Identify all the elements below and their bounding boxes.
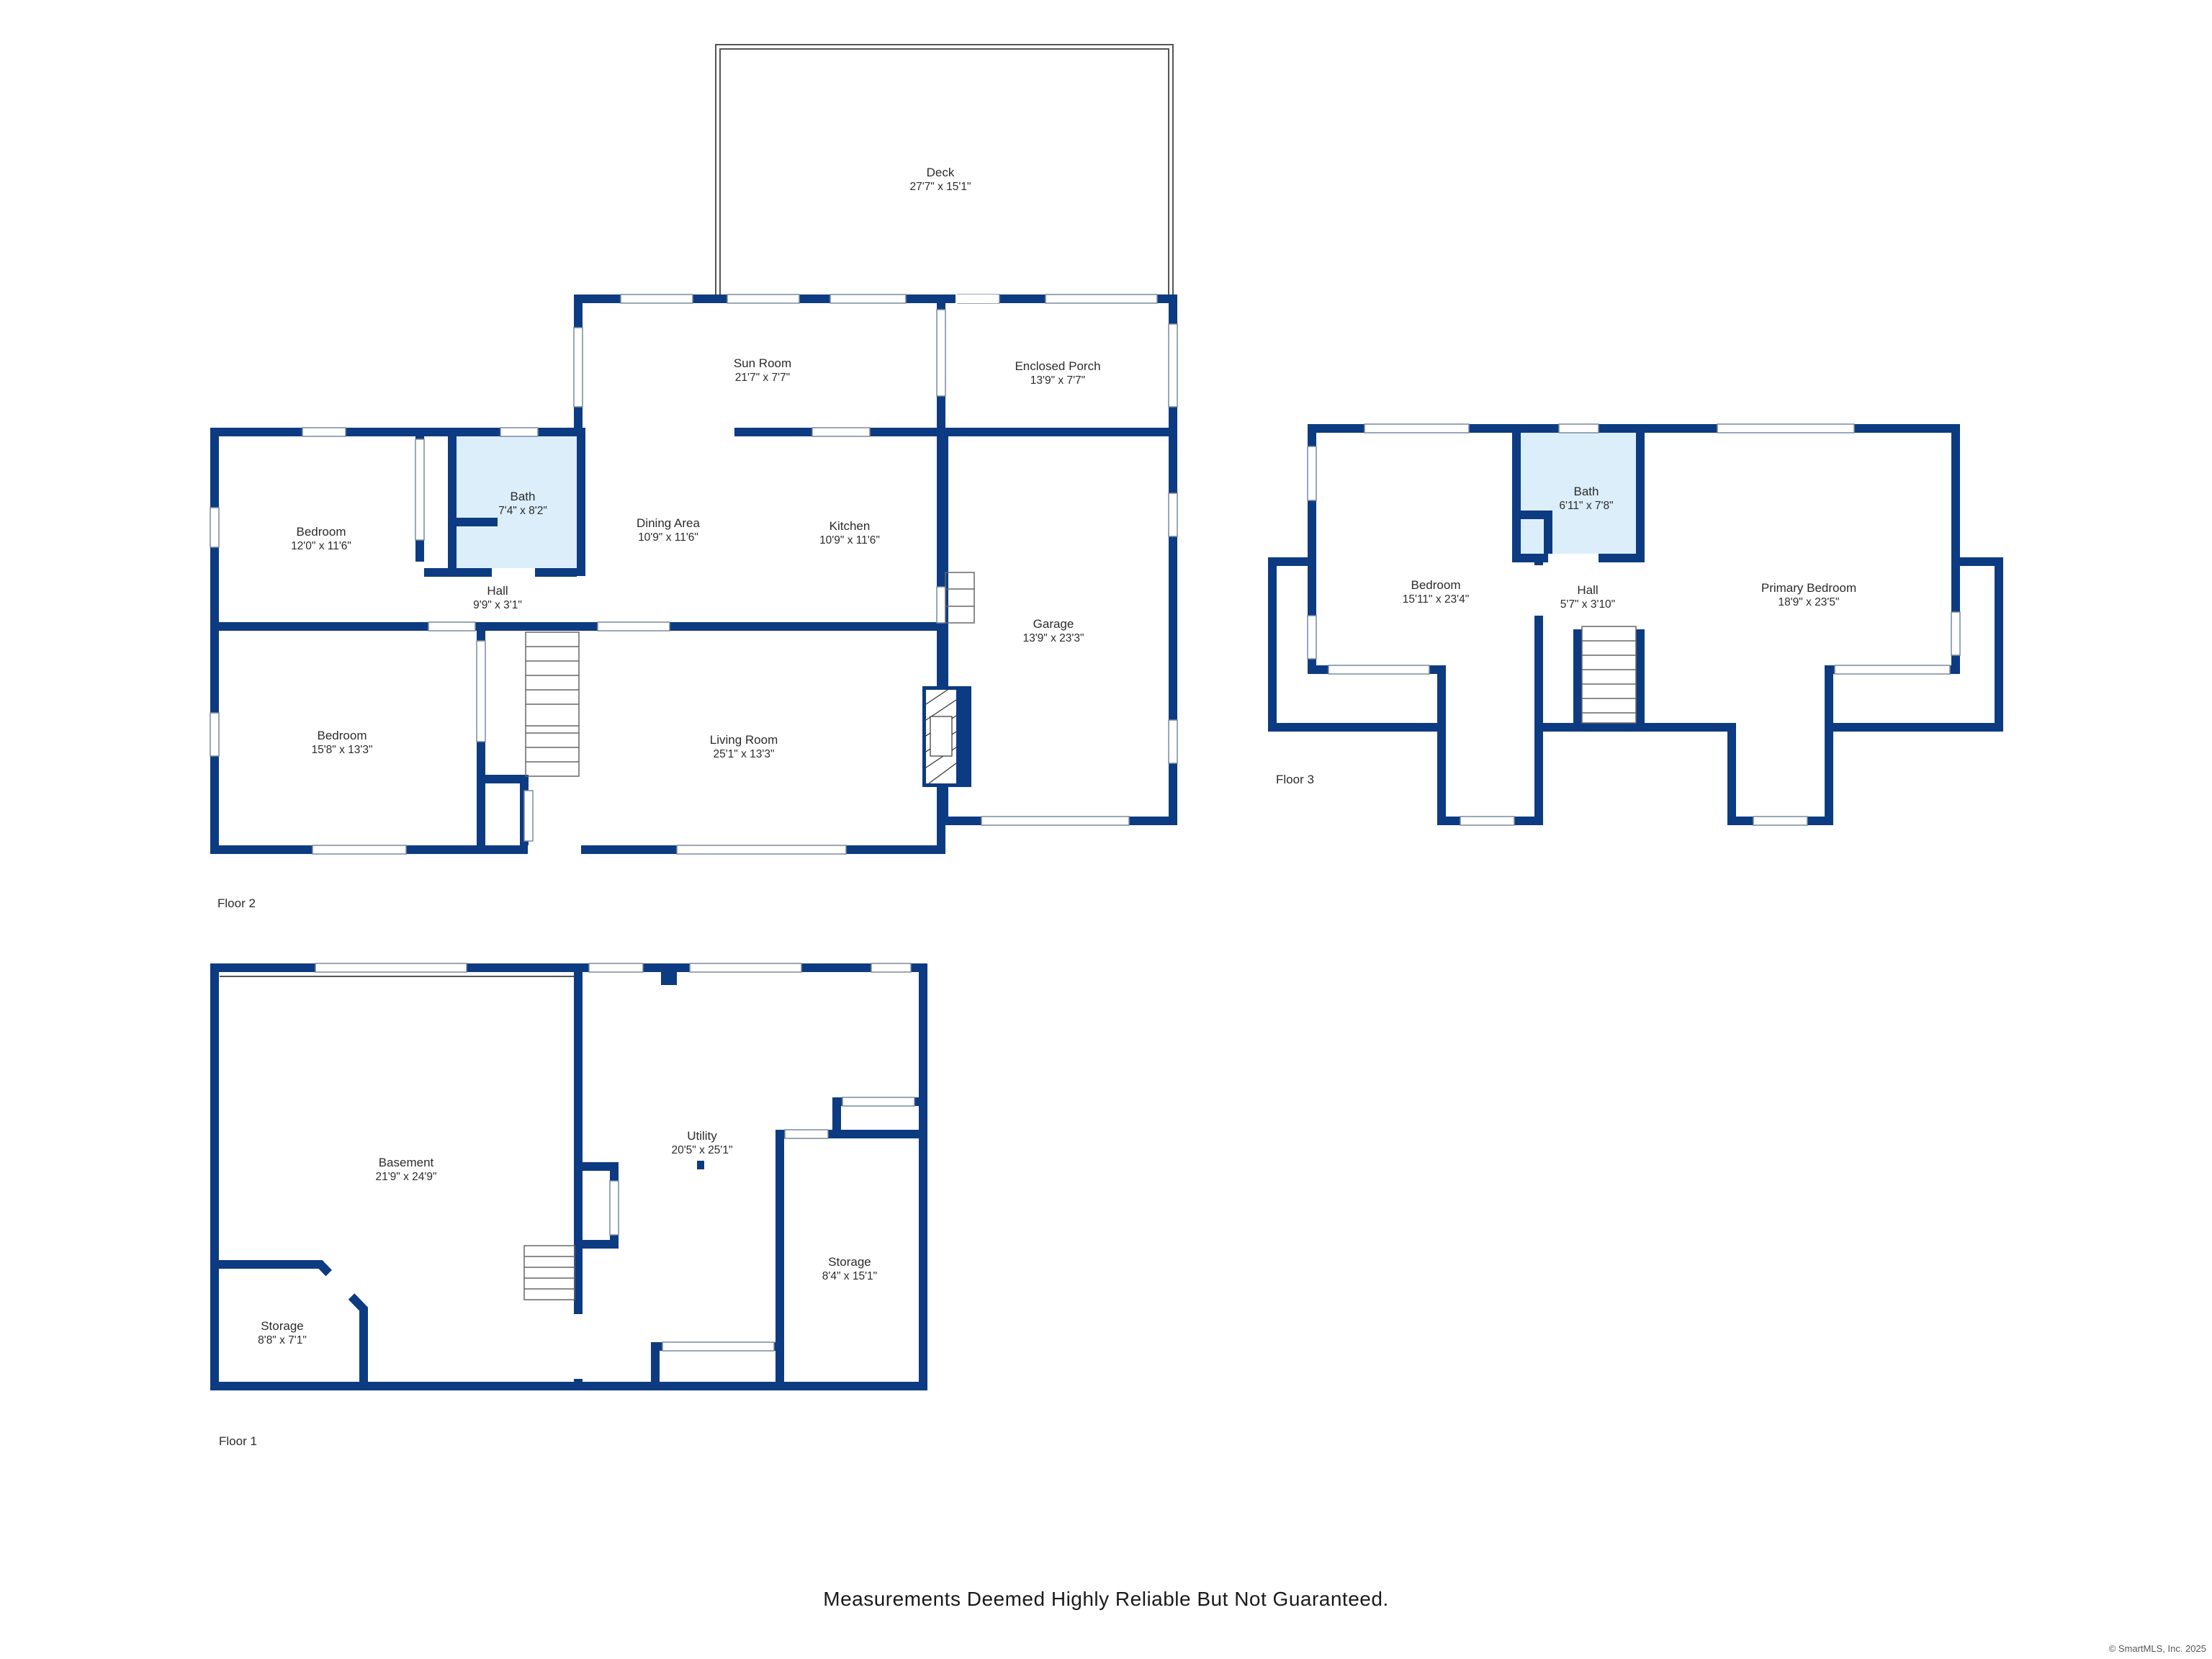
floor-2: Deck 27'7" x 15'1" Sun Room 21'7" x 7'7"… <box>210 44 1178 910</box>
room-name: Bedroom <box>1411 578 1461 592</box>
room-dims: 8'4" x 15'1" <box>822 1270 877 1282</box>
walls-f2 <box>210 295 1177 854</box>
room-dims: 10'9" x 11'6" <box>819 534 880 547</box>
room-name: Hall <box>487 584 508 598</box>
floor-label: Floor 2 <box>217 896 256 910</box>
doors-f3 <box>1534 554 1645 629</box>
room-name: Basement <box>379 1156 434 1169</box>
room-name: Deck <box>927 166 955 179</box>
column <box>697 1161 704 1169</box>
room-dims: 25'1" x 13'3" <box>713 748 774 760</box>
labels-f3: Bedroom 15'11" x 23'4" Bath 6'11" x 7'8"… <box>1403 485 1856 611</box>
copyright: © SmartMLS, Inc. 2025 <box>2108 1643 2206 1654</box>
room-dims: 15'11" x 23'4" <box>1403 593 1469 606</box>
room-name: Utility <box>687 1129 717 1143</box>
room-name: Bath <box>511 490 536 503</box>
room-dims: 27'7" x 15'1" <box>909 181 971 193</box>
stairs-f2 <box>525 631 580 777</box>
room-name: Living Room <box>710 733 778 747</box>
room-dims: 9'9" x 3'1" <box>473 599 522 611</box>
floor-1: Basement 21'9" x 24'9" Utility 20'5" x 2… <box>210 963 927 1448</box>
room-dims: 6'11" x 7'8" <box>1559 500 1613 512</box>
room-name: Enclosed Porch <box>1015 359 1100 373</box>
room-dims: 21'9" x 24'9" <box>375 1171 436 1183</box>
room-dims: 15'8" x 13'3" <box>311 744 372 756</box>
room-dims: 5'7" x 3'10" <box>1560 598 1615 611</box>
floor-label: Floor 1 <box>219 1434 257 1448</box>
stairs-f1 <box>523 1245 575 1300</box>
disclaimer: Measurements Deemed Highly Reliable But … <box>823 1588 1389 1610</box>
room-dims: 13'9" x 23'3" <box>1022 632 1084 644</box>
room-name: Hall <box>1577 583 1598 597</box>
doors-f1 <box>314 1262 583 1379</box>
floor-3: Bedroom 15'11" x 23'4" Bath 6'11" x 7'8"… <box>1268 423 2003 826</box>
fireplace <box>922 686 971 787</box>
room-name: Bedroom <box>297 525 346 539</box>
bath-fill-f2 <box>457 436 579 570</box>
doors-f2 <box>415 295 999 855</box>
bath-fill-f3 <box>1521 433 1636 559</box>
room-dims: 21'7" x 7'7" <box>735 372 790 384</box>
room-name: Garage <box>1033 617 1074 631</box>
windows-f2 <box>210 294 1178 855</box>
room-dims: 12'0" x 11'6" <box>291 540 351 552</box>
room-dims: 18'9" x 23'5" <box>1778 596 1839 608</box>
windows-f3 <box>1307 423 1961 826</box>
labels-f2: Deck 27'7" x 15'1" Sun Room 21'7" x 7'7"… <box>291 166 1100 760</box>
room-name: Bedroom <box>318 729 367 742</box>
room-name: Sun Room <box>734 356 791 370</box>
windows-f1 <box>315 963 915 1352</box>
room-dims: 7'4" x 8'2" <box>498 505 547 517</box>
room-name: Storage <box>261 1319 304 1333</box>
room-name: Dining Area <box>637 516 700 530</box>
room-name: Storage <box>828 1255 871 1269</box>
room-dims: 13'9" x 7'7" <box>1030 374 1085 387</box>
room-name: Kitchen <box>830 519 871 533</box>
floor-label: Floor 3 <box>1276 773 1314 786</box>
deck-outline <box>715 44 1174 297</box>
room-dims: 10'9" x 11'6" <box>638 531 698 544</box>
room-name: Bath <box>1574 485 1599 498</box>
room-dims: 20'5" x 25'1" <box>671 1144 732 1156</box>
walls-f1 <box>210 963 927 1390</box>
stairs-f3 <box>1581 626 1637 724</box>
garage-steps <box>945 572 975 624</box>
room-dims: 8'8" x 7'1" <box>258 1334 307 1346</box>
room-name: Primary Bedroom <box>1761 581 1856 595</box>
column <box>661 965 677 985</box>
labels-f1: Basement 21'9" x 24'9" Utility 20'5" x 2… <box>258 1129 877 1346</box>
